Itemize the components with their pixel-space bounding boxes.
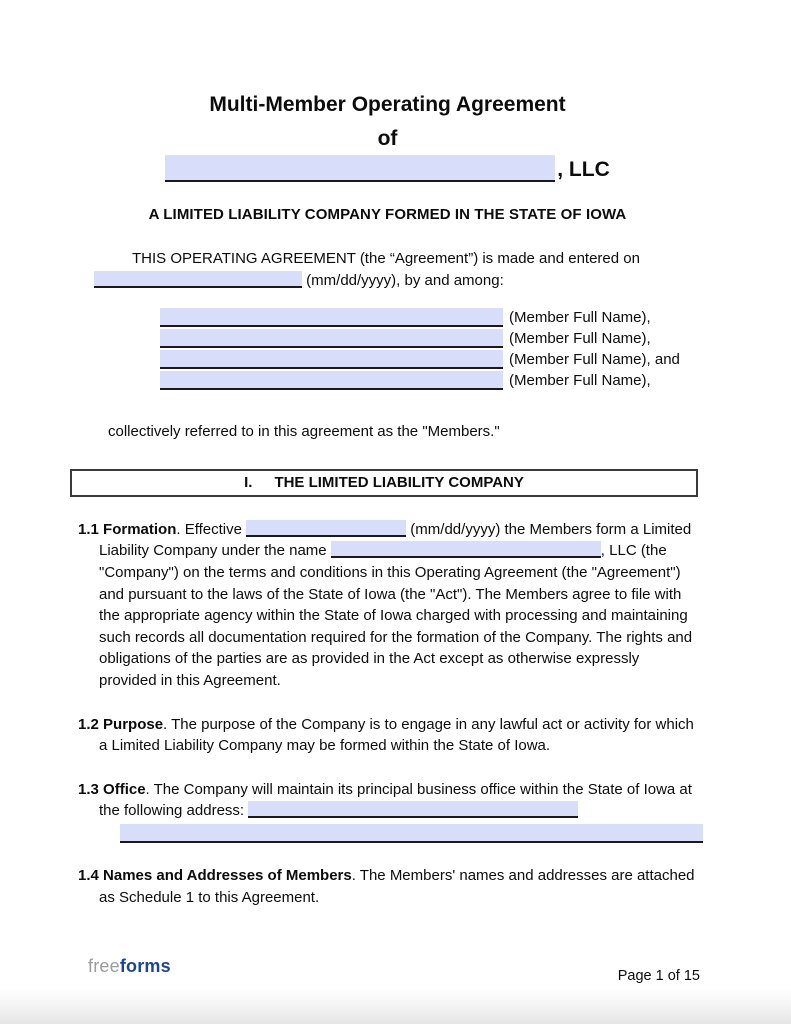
clause-names-addresses: 1.4 Names and Addresses of Members. The … [78, 865, 697, 908]
company-suffix: , LLC [557, 158, 610, 181]
clause-office-text: . The Company will maintain its principa… [99, 780, 692, 820]
member-row-2: (Member Full Name), [160, 327, 697, 349]
clause-names-addresses-text: . The Members' names and addresses are a… [99, 866, 695, 906]
office-address-field-1[interactable] [248, 801, 579, 819]
office-address-field-2[interactable] [120, 823, 703, 843]
formation-company-name-field[interactable] [330, 541, 601, 559]
intro-text-2: (mm/dd/yyyy), by and among: [302, 271, 504, 289]
clause-formation: 1.1 Formation. Effective (mm/dd/yyyy) th… [78, 519, 697, 692]
clause-purpose: 1.2 Purpose. The purpose of the Company … [78, 714, 697, 757]
member-label-3: (Member Full Name), and [509, 351, 680, 369]
member-row-4: (Member Full Name), [160, 369, 697, 391]
document-title-of: of [377, 127, 398, 150]
member-name-field-1[interactable] [160, 308, 503, 328]
member-row-1: (Member Full Name), [160, 306, 697, 328]
logo-forms-text: forms [119, 956, 171, 976]
section-1-heading-box: I. THE LIMITED LIABILITY COMPANY [70, 468, 698, 497]
clause-office-title: Office [103, 780, 146, 798]
clause-purpose-num: 1.2 [78, 715, 99, 733]
clause-formation-text-3: , LLC (the "Company") on the terms and c… [99, 542, 693, 689]
page-number: Page 1 of 15 [617, 968, 700, 984]
company-name-field[interactable] [165, 155, 556, 182]
clause-formation-num: 1.1 [78, 520, 99, 538]
document-title: Multi-Member Operating Agreement [209, 93, 566, 116]
section-1-numeral: I. [244, 474, 253, 492]
member-list: (Member Full Name), (Member Full Name), … [160, 306, 697, 391]
page-bottom-shadow [0, 988, 791, 1024]
clause-purpose-title: Purpose [103, 715, 164, 733]
member-name-field-3[interactable] [160, 350, 503, 370]
clause-names-addresses-title: Names and Addresses of Members [103, 866, 352, 884]
clause-office-num: 1.3 [78, 780, 99, 798]
clause-formation-text-1: . Effective [176, 520, 247, 538]
member-name-field-2[interactable] [160, 329, 503, 349]
collective-note: collectively referred to in this agreeme… [108, 423, 500, 441]
logo-free-text: free [88, 956, 120, 976]
formation-date-field[interactable] [246, 519, 407, 537]
document-subtitle: A LIMITED LIABILITY COMPANY FORMED IN TH… [148, 206, 627, 223]
agreement-date-field[interactable] [94, 270, 302, 288]
member-label-2: (Member Full Name), [509, 330, 651, 348]
clause-formation-title: Formation [103, 520, 177, 538]
company-name-line: , LLC [78, 155, 697, 182]
clause-formation-text-2: (mm/dd/yyyy) the Members form a Limited … [99, 520, 692, 560]
freeforms-logo: freeforms [88, 956, 171, 977]
member-name-field-4[interactable] [160, 371, 503, 391]
intro-text-1: THIS OPERATING AGREEMENT (the “Agreement… [132, 250, 640, 267]
clause-purpose-text: . The purpose of the Company is to engag… [99, 715, 694, 755]
intro-paragraph: THIS OPERATING AGREEMENT (the “Agreement… [94, 248, 697, 291]
section-1-heading: THE LIMITED LIABILITY COMPANY [274, 474, 524, 492]
member-label-1: (Member Full Name), [509, 309, 651, 327]
clause-office: 1.3 Office. The Company will maintain it… [78, 779, 703, 843]
document-content: Multi-Member Operating Agreement of , LL… [70, 93, 703, 908]
member-label-4: (Member Full Name), [509, 372, 651, 390]
member-row-3: (Member Full Name), and [160, 348, 697, 370]
clause-names-addresses-num: 1.4 [78, 866, 99, 884]
